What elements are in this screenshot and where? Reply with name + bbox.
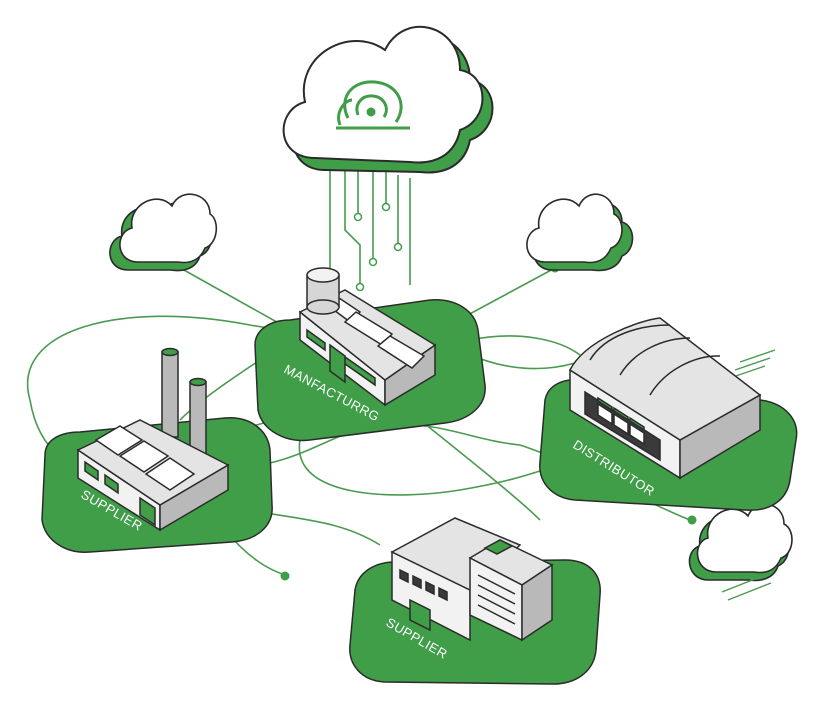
node-manufacturing: MANFACTURRG — [254, 267, 486, 442]
distributor-warehouse-building — [569, 317, 762, 480]
cloud-icon-bottom-right — [688, 503, 793, 582]
supplier-factory-building — [76, 347, 230, 532]
wifi-icon — [336, 80, 410, 130]
node-supplier-bottom: SUPPLIER — [349, 517, 601, 685]
manufacturing-building — [298, 267, 437, 407]
node-supplier-left: SUPPLIER — [41, 347, 273, 553]
motion-lines — [721, 349, 776, 601]
supplier-office-building — [390, 517, 554, 642]
cloud-icon-left — [109, 193, 218, 272]
cloud-wifi-icon — [282, 25, 494, 174]
node-distributor: DISTRIBUTOR — [539, 317, 798, 511]
cloud-icon-right — [526, 193, 634, 272]
